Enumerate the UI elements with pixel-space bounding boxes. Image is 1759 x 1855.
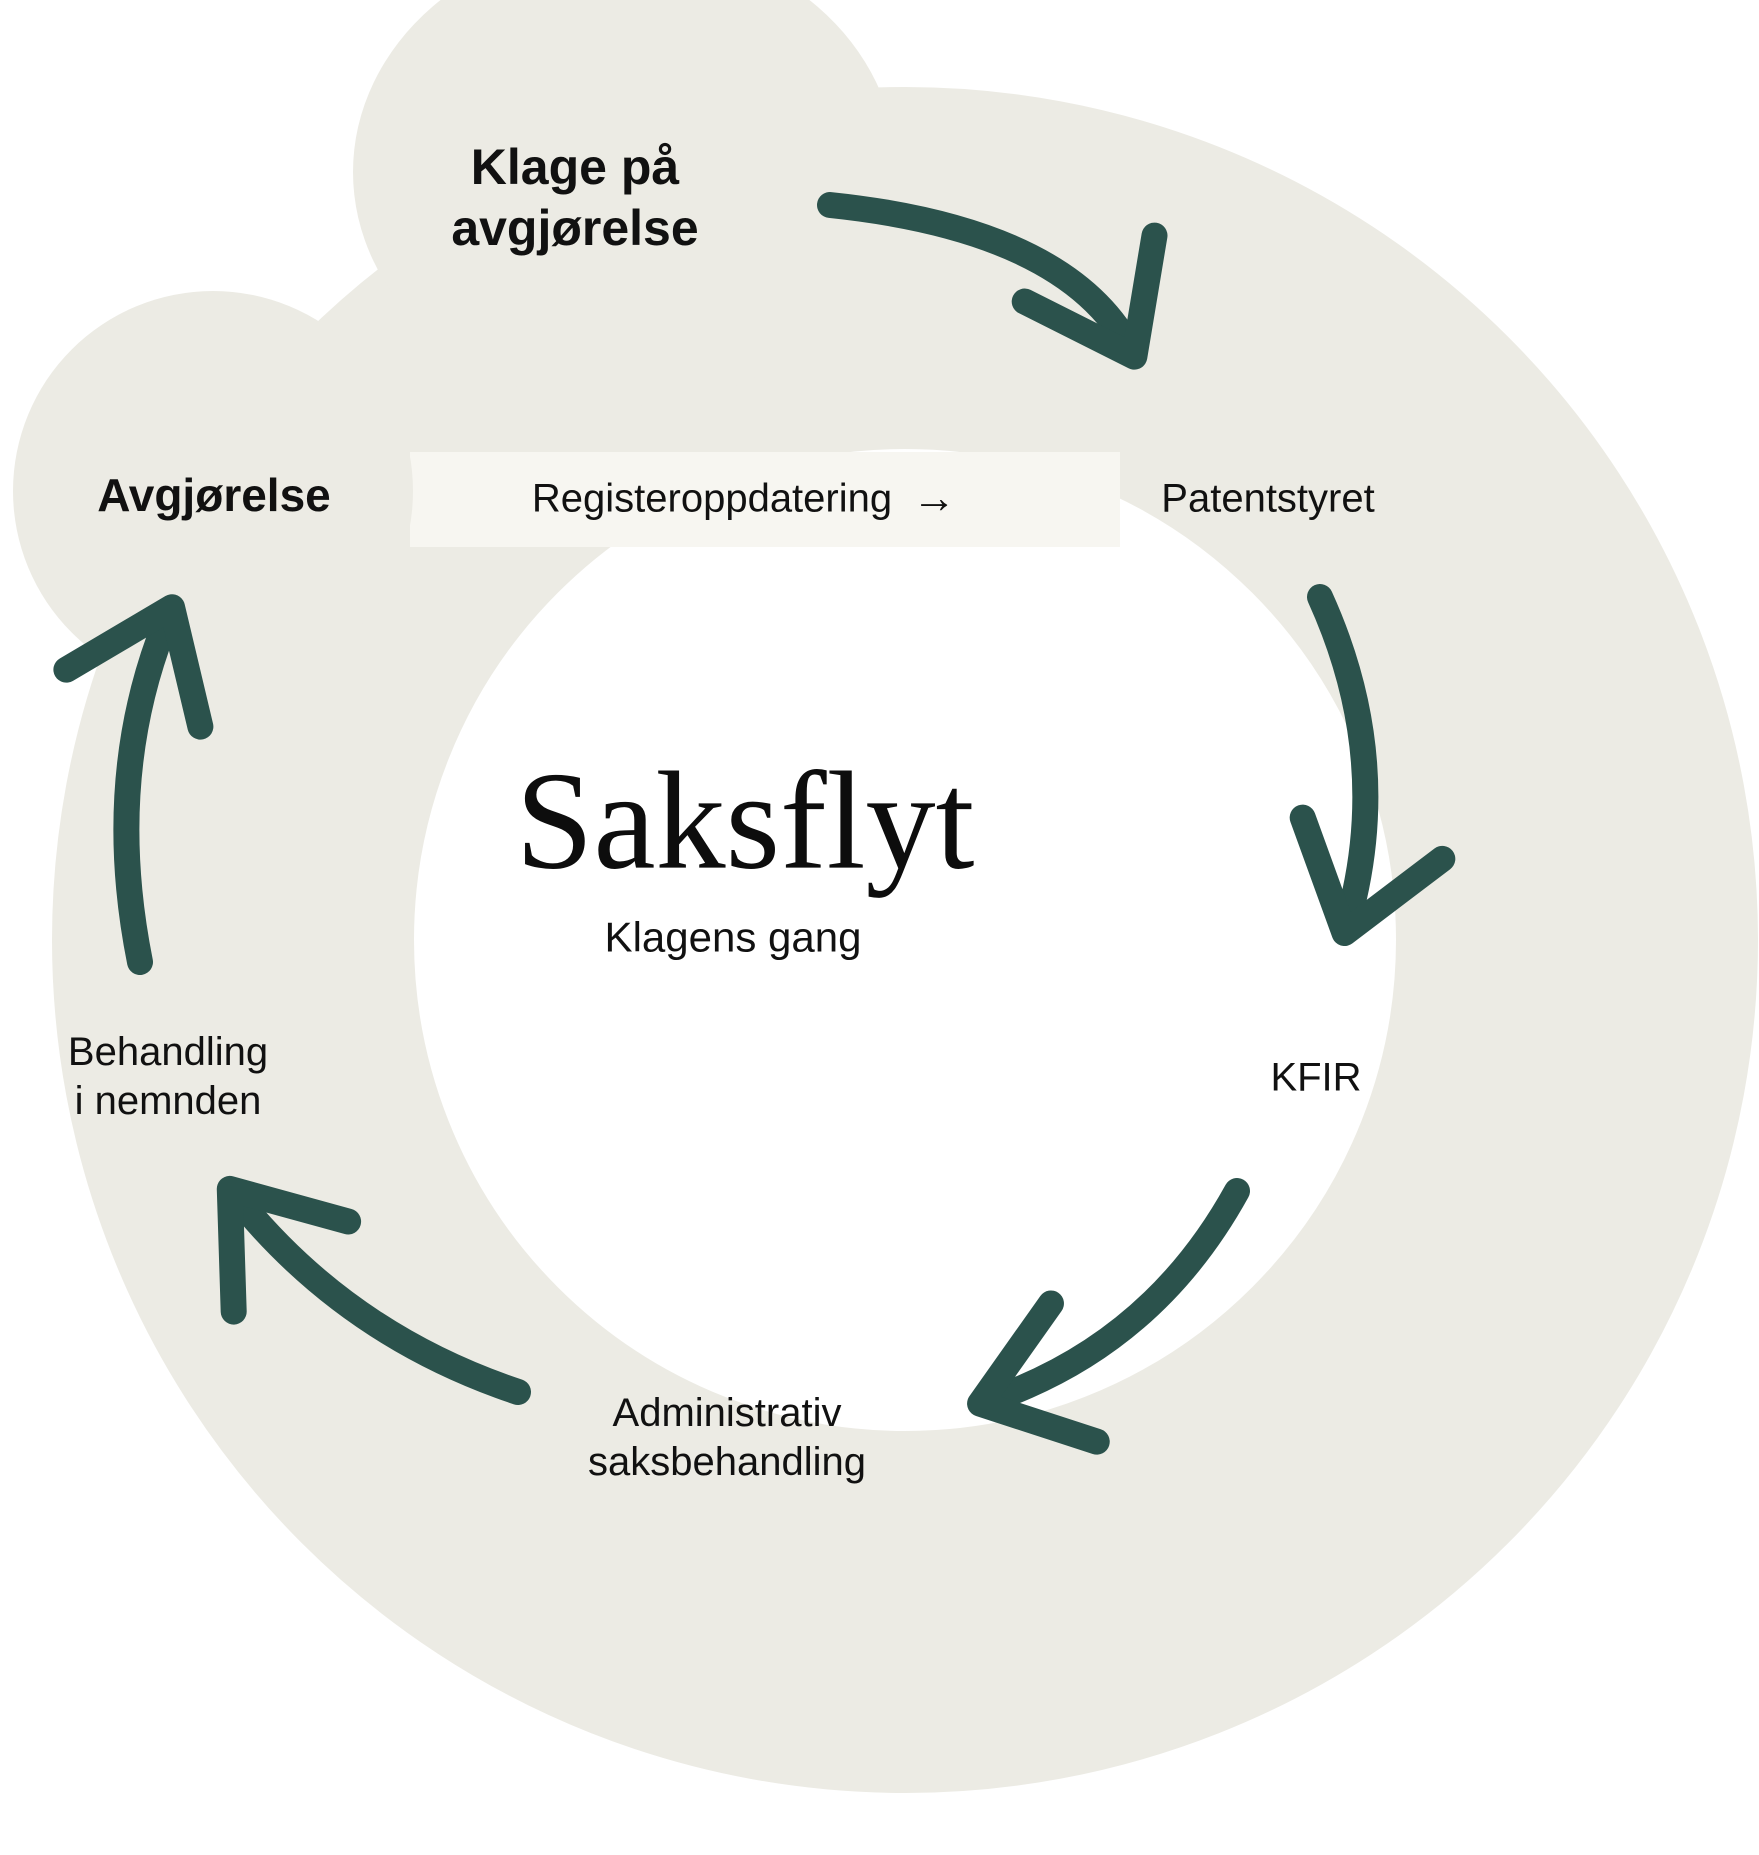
arrow-kfir-to-admin <box>967 1178 1250 1455</box>
register-update-label: Registeroppdatering → <box>532 475 956 524</box>
admin-processing-node-label: Administrativ saksbehandling <box>588 1391 866 1484</box>
kfir-node-label: KFIR <box>1270 1055 1362 1100</box>
diagram-title: Saksflyt <box>515 743 975 899</box>
patentstyret-node-label: Patentstyret <box>1161 476 1375 521</box>
complaint-node-label: Klage på avgjørelse <box>451 139 699 256</box>
register-band <box>410 452 1120 547</box>
decision-node-label: Avgjørelse <box>97 468 331 521</box>
right-arrow-icon: → <box>912 473 957 523</box>
register-update-text: Registeroppdatering <box>531 476 893 521</box>
arrow-nemnden-to-avgjorelse <box>53 594 214 975</box>
arrow-admin-to-nemnden <box>216 1175 531 1405</box>
arrow-patentstyret-to-kfir <box>1289 584 1456 946</box>
arrow-complaint-to-patentstyret <box>817 192 1168 370</box>
board-processing-node-label: Behandling i nemnden <box>67 1030 269 1123</box>
complaint-blob <box>353 0 897 406</box>
diagram-subtitle: Klagens gang <box>604 913 862 961</box>
decision-blob <box>13 291 413 691</box>
cycle-ring <box>52 87 1758 1793</box>
